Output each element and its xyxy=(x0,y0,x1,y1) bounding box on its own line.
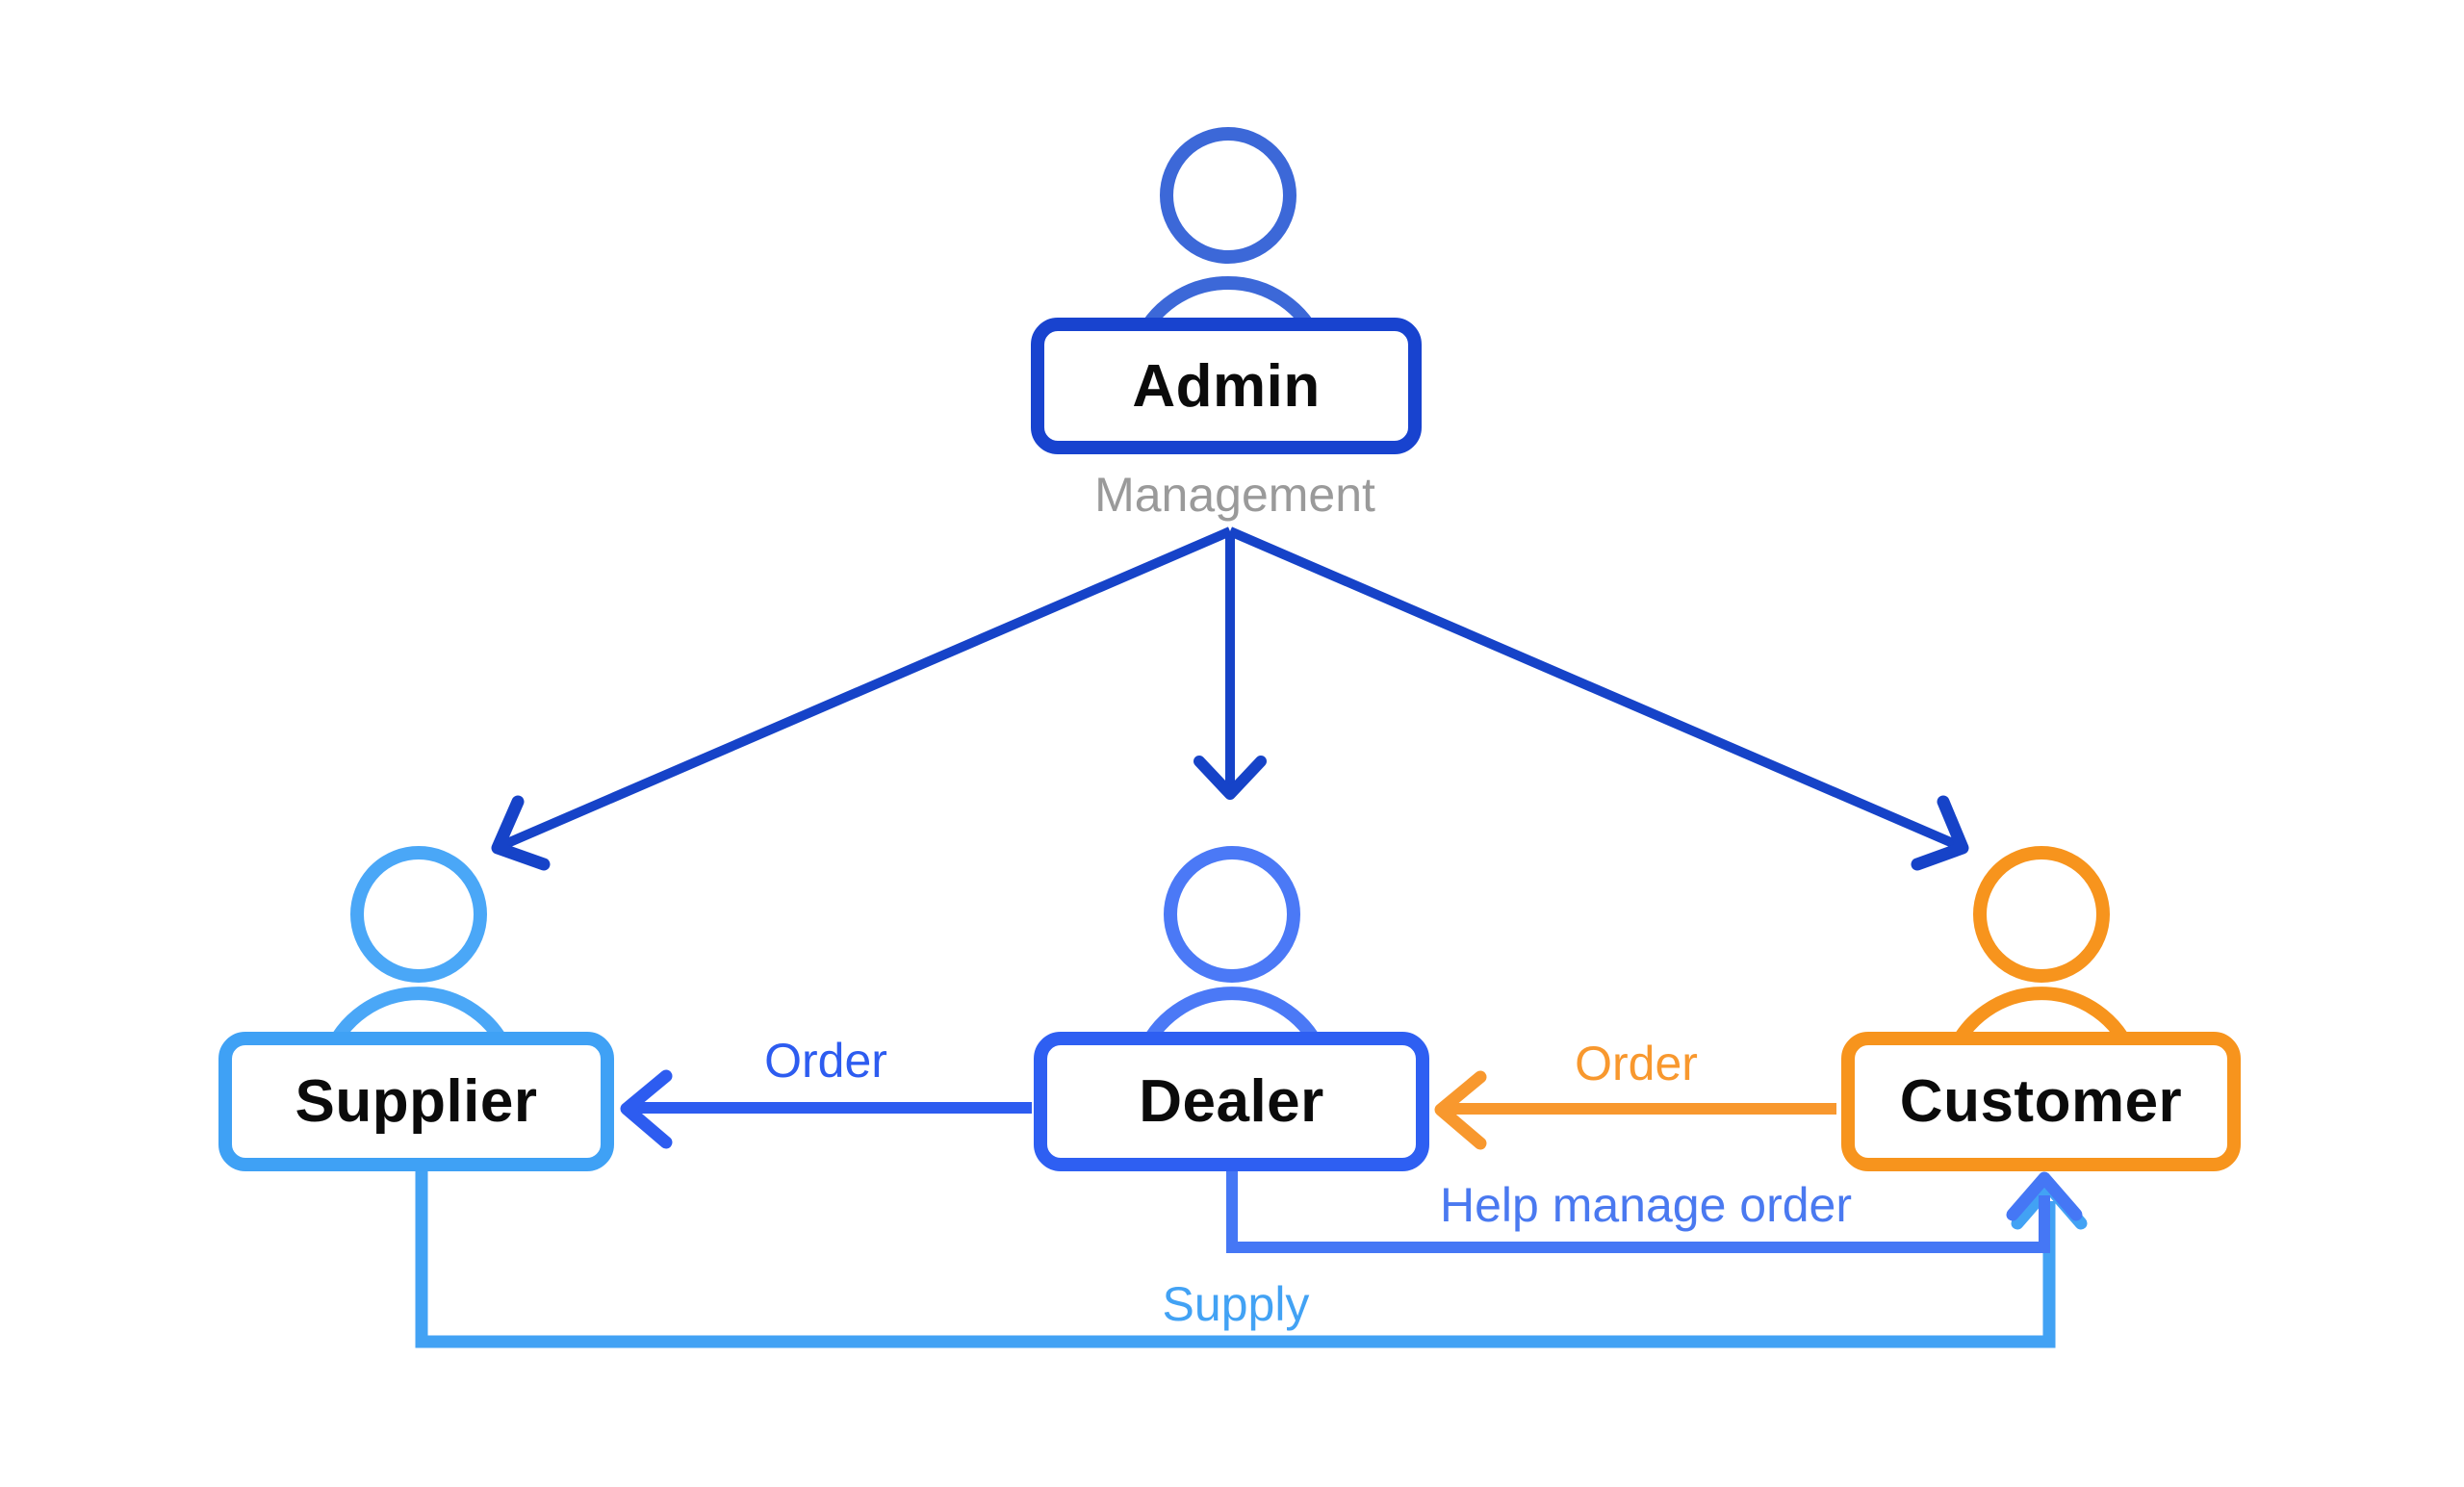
customer-node-box: Customer xyxy=(1841,1032,2241,1171)
dealer-node-box: Dealer xyxy=(1034,1032,1429,1171)
customer-shoulders-icon xyxy=(1944,987,2139,1060)
dealer-head-icon xyxy=(1164,846,1300,983)
supply-line xyxy=(415,1169,2056,1348)
admin-node-label: Admin xyxy=(1132,352,1321,420)
dealer-node-label: Dealer xyxy=(1139,1068,1324,1135)
management-arrows xyxy=(491,526,1969,871)
admin-node-box: Admin xyxy=(1031,318,1422,454)
customer-head-icon xyxy=(1973,846,2110,983)
order-orange-arrowhead xyxy=(1434,1070,1487,1150)
supplier-person-icon xyxy=(321,846,516,1060)
order-customer-to-dealer-label: Order xyxy=(1575,1037,1698,1090)
help-manage-order-label: Help manage order xyxy=(1439,1178,1853,1232)
help-manage-order-arrowhead xyxy=(2006,1171,2083,1221)
admin-shoulders-icon xyxy=(1131,276,1325,347)
dealer-shoulders-icon xyxy=(1135,987,1329,1060)
management-arrow-to-customer xyxy=(1228,526,1964,852)
management-arrowhead-dealer xyxy=(1194,756,1267,800)
order-dealer-to-supplier-label: Order xyxy=(764,1034,887,1088)
order-blue-arrowhead xyxy=(620,1069,673,1149)
management-arrow-to-supplier xyxy=(497,526,1232,852)
dealer-person-icon xyxy=(1135,846,1329,1060)
order-dealer-to-supplier-arrow xyxy=(620,1069,1032,1149)
supplier-head-icon xyxy=(350,846,487,983)
supplier-node-label: Supplier xyxy=(295,1068,538,1135)
order-customer-to-dealer-arrow xyxy=(1434,1070,1836,1150)
customer-person-icon xyxy=(1944,846,2139,1060)
management-arrowhead-supplier xyxy=(491,795,551,871)
supply-label: Supply xyxy=(1162,1277,1310,1331)
help-manage-order-line xyxy=(1226,1169,2050,1253)
admin-head-icon xyxy=(1160,127,1296,264)
supplier-node-box: Supplier xyxy=(218,1032,614,1171)
help-manage-order-arrow xyxy=(1226,1169,2083,1253)
management-edge-label: Management xyxy=(1094,468,1375,522)
management-arrowhead-customer xyxy=(1911,795,1969,871)
supplier-shoulders-icon xyxy=(321,987,516,1060)
customer-node-label: Customer xyxy=(1899,1068,2183,1135)
admin-person-icon xyxy=(1131,127,1325,347)
